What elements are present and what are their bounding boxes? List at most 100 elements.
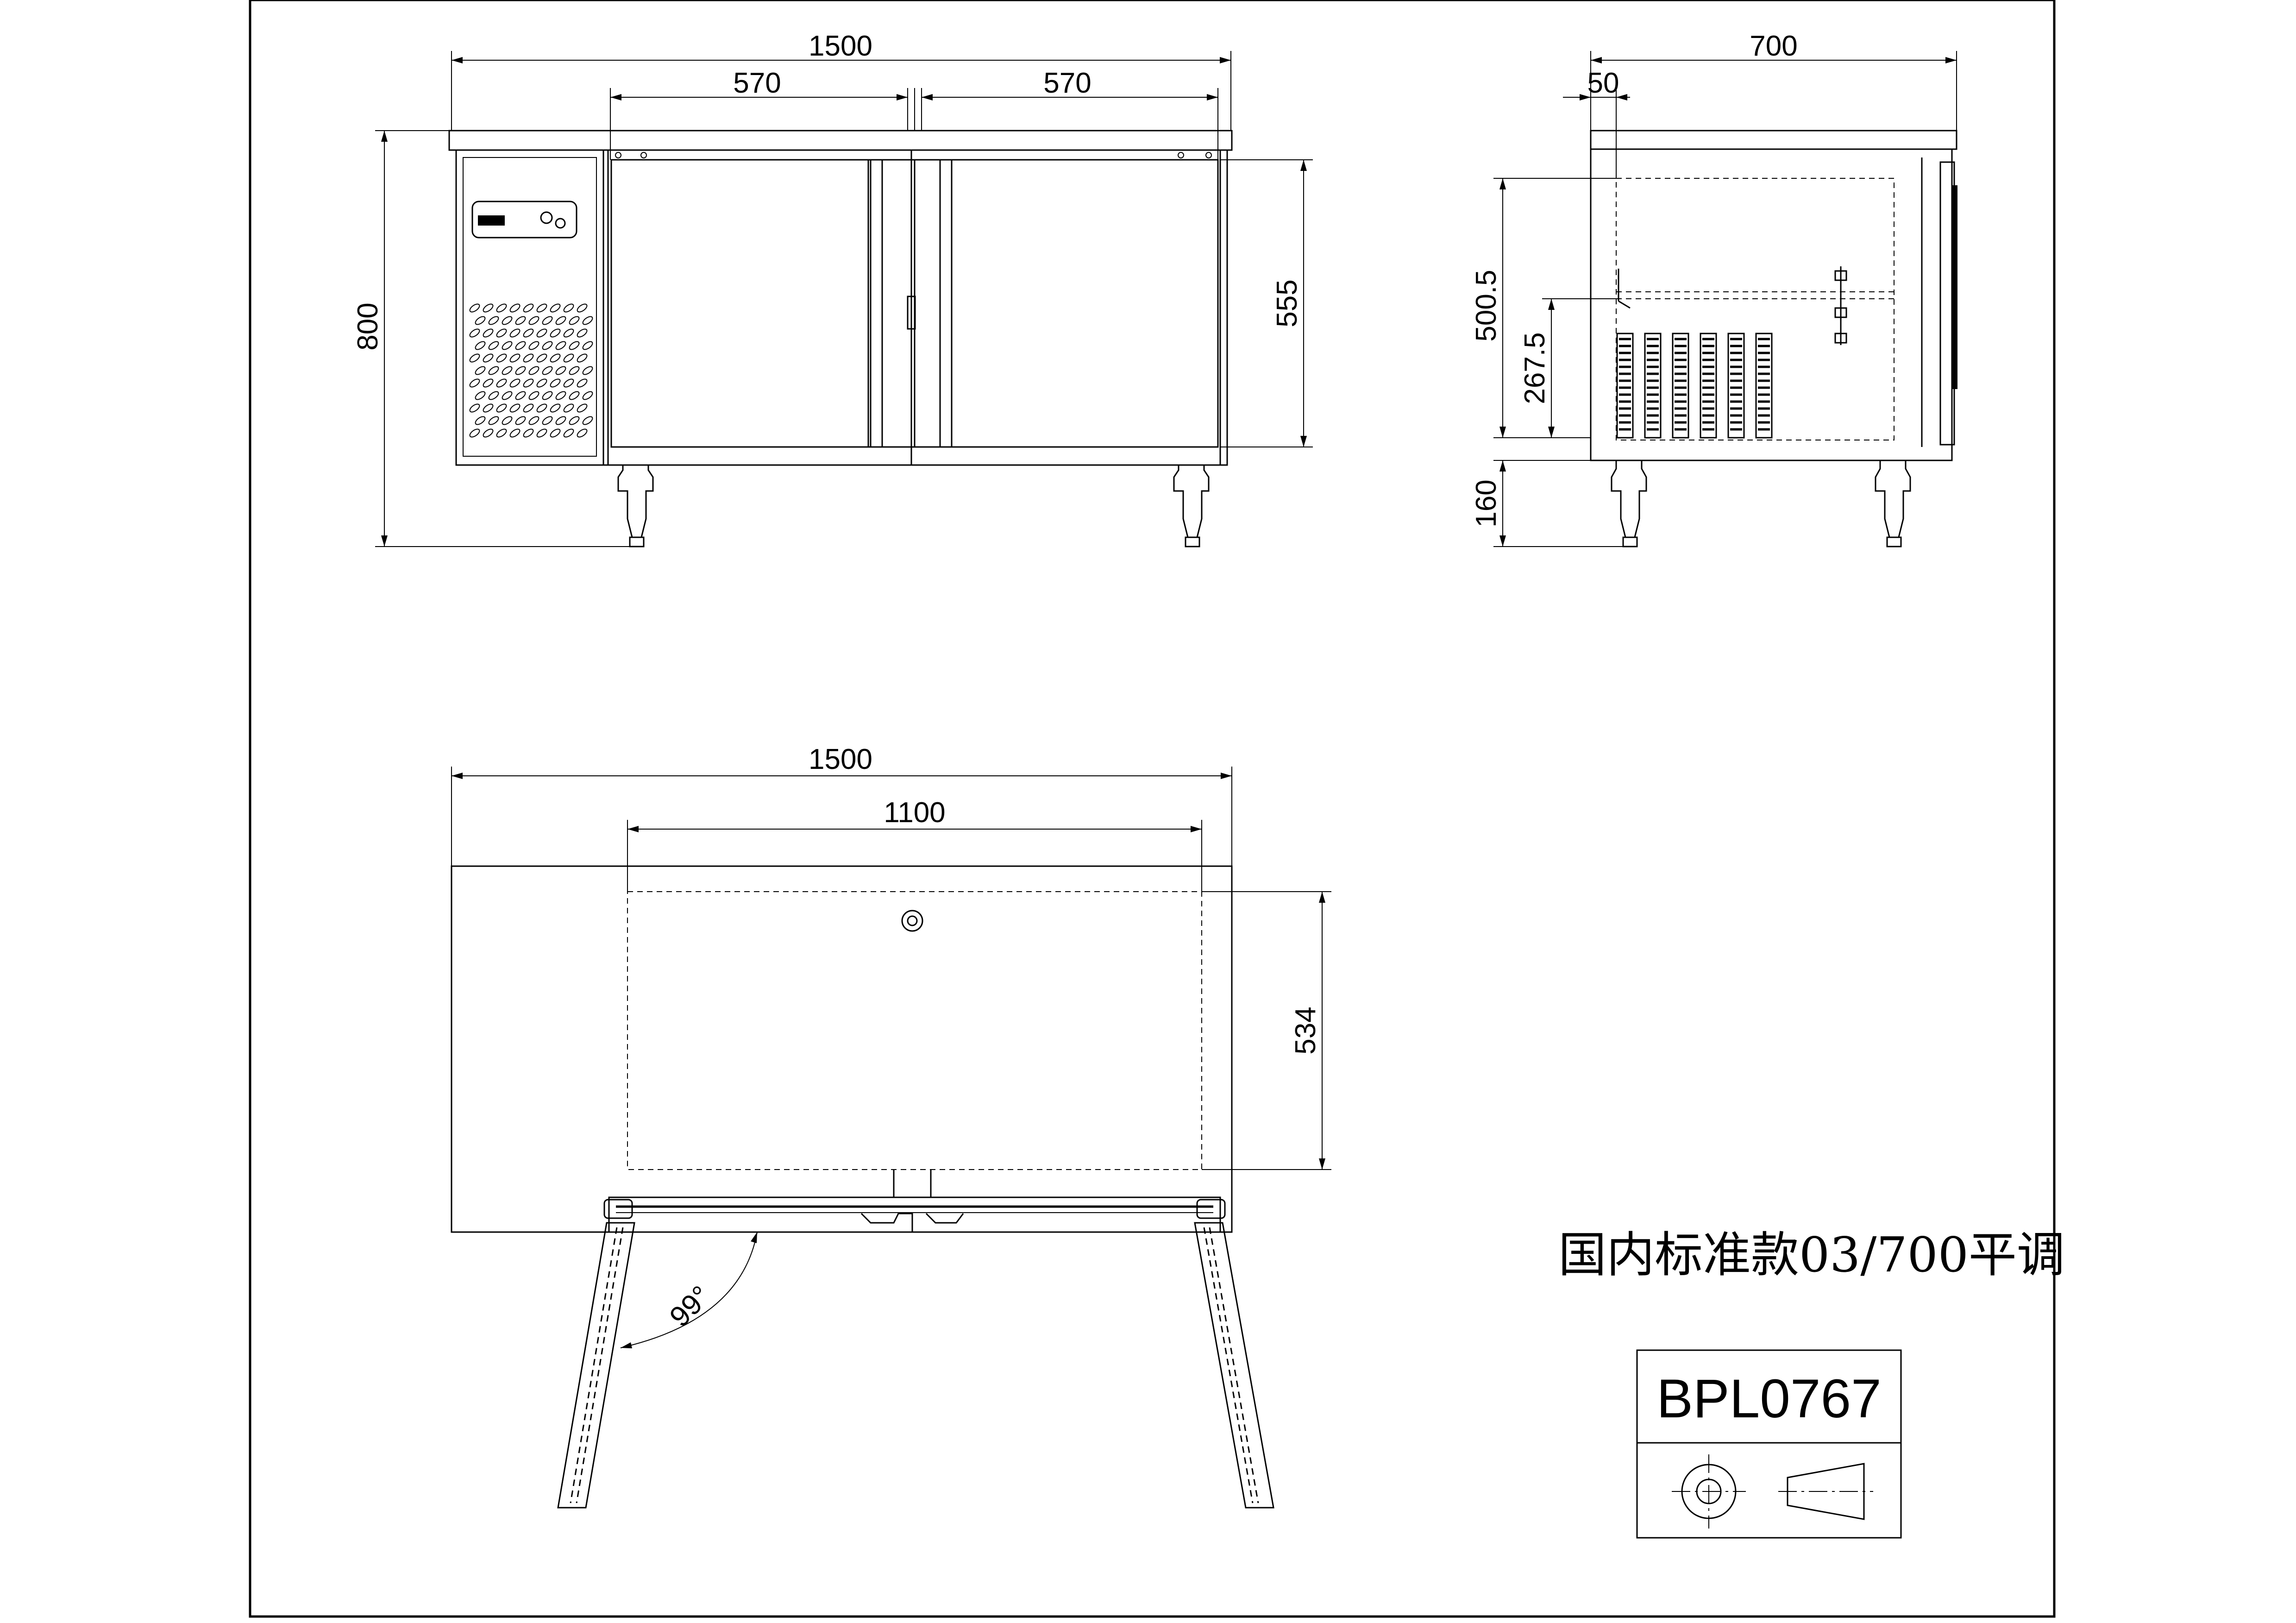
vent-slot: [502, 341, 513, 350]
vent-slot: [488, 416, 499, 425]
vent-slot: [515, 391, 526, 400]
vent-slot: [563, 428, 574, 438]
model-number: BPL0767: [1656, 1368, 1882, 1429]
side-leg-right: [1875, 460, 1911, 547]
sheet-border: [249, 0, 2056, 1618]
door-handle: [907, 296, 916, 330]
projection-symbol-icon: [1672, 1454, 1873, 1529]
side-pipe-fitting: [1834, 266, 1847, 345]
side-view: 700 50 500.5 267.5 160: [1470, 30, 1957, 547]
vent-slot: [542, 341, 553, 350]
vent-slot: [569, 416, 580, 425]
top-overall-width-label: 1500: [809, 743, 872, 775]
vent-slot: [509, 303, 521, 313]
hinge-bolt-icon: [1178, 152, 1184, 158]
vent-slot: [569, 366, 580, 375]
compressor-fin: [1644, 333, 1662, 439]
top-view: 99° 1500 1100 534: [451, 743, 1331, 1509]
front-view: 1500 570 570 800 555: [352, 30, 1313, 547]
title-block-frame: [1636, 1349, 1902, 1539]
center-latch: [860, 1170, 964, 1232]
vent-slot: [496, 428, 507, 438]
vent-slot: [475, 391, 486, 400]
control-logo: [478, 215, 505, 226]
model-description: 国内标准款03/700平调: [1558, 1227, 2065, 1283]
top-overhang-label: 50: [1587, 67, 1619, 99]
compressor-panel: [455, 149, 604, 466]
vent-slot: [528, 366, 539, 375]
hinge-block: [603, 1199, 633, 1219]
vent-slot: [582, 391, 593, 400]
vent-slot: [542, 391, 553, 400]
vent-slot: [582, 341, 593, 350]
door-rail-front: [608, 1196, 1221, 1233]
vent-slot: [555, 416, 566, 425]
vent-slot: [469, 303, 480, 313]
top-outline: [451, 865, 1233, 1233]
front-countertop: [448, 130, 1233, 151]
vent-slot: [502, 366, 513, 375]
vent-slot: [550, 353, 561, 363]
vent-slot: [523, 303, 534, 313]
vent-slot: [475, 316, 486, 325]
door-angle-arc: [620, 1232, 758, 1348]
vent-slot: [555, 366, 566, 375]
vent-slot: [483, 328, 494, 338]
side-countertop: [1590, 130, 1957, 150]
door-open-left: [557, 1222, 635, 1509]
vent-slot: [509, 403, 521, 413]
vent-slot: [523, 403, 534, 413]
height-267-5-label: 267.5: [1519, 332, 1551, 404]
vent-slot: [502, 316, 513, 325]
vent-slot: [563, 353, 574, 363]
vent-slot: [475, 416, 486, 425]
hinge-bolt-icon: [640, 152, 647, 158]
front-body: [455, 149, 1228, 466]
vent-slot: [488, 341, 499, 350]
top-inner-cavity: [627, 891, 1202, 1170]
vent-slot: [483, 428, 494, 438]
compressor-fin: [1700, 333, 1717, 439]
drain-hole-inner-icon: [907, 915, 918, 926]
vent-slot: [577, 403, 588, 413]
title-block: BPL0767: [1636, 1349, 1902, 1539]
vent-slot: [523, 353, 534, 363]
door-height-label: 555: [1271, 279, 1303, 327]
vent-grille: [469, 303, 593, 438]
door-open-right: [1194, 1222, 1274, 1509]
vent-slot: [523, 428, 534, 438]
vent-slot: [555, 316, 566, 325]
control-button-icon: [555, 218, 566, 229]
vent-slot: [536, 303, 547, 313]
vent-slot: [550, 378, 561, 388]
vent-slot: [475, 341, 486, 350]
vent-slot: [536, 403, 547, 413]
front-overall-height-label: 800: [352, 302, 384, 350]
vent-slot: [536, 428, 547, 438]
side-depth-label: 700: [1750, 30, 1797, 62]
vent-slot: [542, 416, 553, 425]
vent-slot: [536, 378, 547, 388]
door-angle-label: 99°: [664, 1280, 717, 1333]
vent-slot: [483, 403, 494, 413]
vent-slot: [488, 316, 499, 325]
side-cabinet-inner: [1616, 178, 1895, 440]
drain-hole-icon: [901, 910, 923, 932]
compressor-fin: [1755, 333, 1773, 439]
vent-slot: [577, 303, 588, 313]
vent-slot: [469, 378, 480, 388]
vent-slot: [569, 316, 580, 325]
vent-slot: [496, 353, 507, 363]
vent-slot: [483, 353, 494, 363]
vent-slot: [502, 391, 513, 400]
vent-slot: [496, 328, 507, 338]
door-left: [610, 159, 869, 448]
vent-slot: [488, 391, 499, 400]
vent-slot: [555, 391, 566, 400]
vent-slot: [582, 316, 593, 325]
vent-slot: [563, 328, 574, 338]
vent-slot: [488, 366, 499, 375]
vent-slot: [496, 378, 507, 388]
compressor-fin: [1727, 333, 1745, 439]
vent-slot: [550, 303, 561, 313]
